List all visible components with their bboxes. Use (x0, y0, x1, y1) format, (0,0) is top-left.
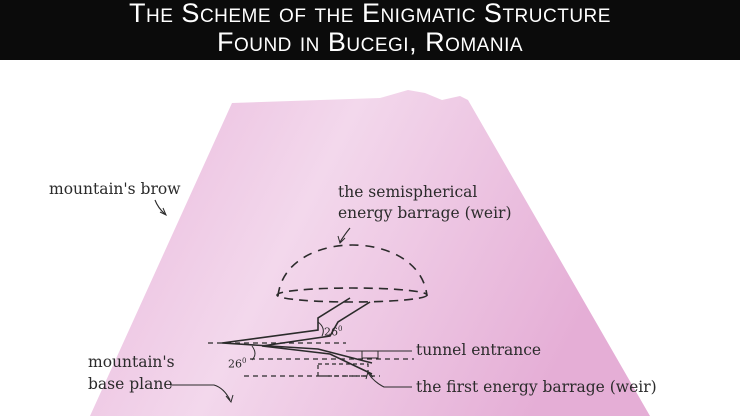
first-barrage-box (317, 363, 369, 377)
label-angle-upper: 260 (324, 325, 343, 339)
base-plane-leader-arrow (225, 394, 234, 404)
label-mountains-brow: mountain's brow (49, 180, 181, 198)
dome-leader-arrow (337, 235, 346, 244)
first-barrage-leader (367, 372, 412, 388)
label-semispherical-line-1: the semispherical (338, 183, 478, 201)
base-plane-leader (170, 384, 231, 401)
label-base-plane-line-1: mountain's (88, 353, 175, 371)
dome-base (276, 287, 428, 303)
tunnel-zigzag (221, 297, 373, 364)
tunnel-zigzag-inner (261, 301, 373, 375)
brow-leader (154, 199, 166, 215)
first-barrage-leader-arrow (365, 371, 374, 380)
label-tunnel-entrance: tunnel entrance (416, 341, 542, 359)
structure-diagram (90, 90, 650, 416)
semispherical-barrage-dome (277, 244, 428, 297)
lower-angle-arc (251, 345, 256, 361)
upper-angle-arc (317, 321, 324, 337)
label-semispherical-line-2: energy barrage (weir) (338, 204, 512, 222)
title-line-1: The Scheme of the Enigmatic Structure (129, 0, 611, 28)
dome-leader (339, 227, 351, 243)
brow-leader-arrow (159, 207, 167, 217)
title-line-2: Found in Bucegi, Romania (216, 27, 524, 57)
title-bar: The Scheme of the Enigmatic Structure Fo… (0, 0, 740, 60)
mountain-shape (90, 90, 650, 416)
label-first-energy-barrage: the first energy barrage (weir) (416, 378, 657, 396)
label-base-plane-line-2: base plane (88, 375, 173, 393)
tunnel-entrance-bracket (361, 351, 379, 359)
label-angle-lower: 260 (228, 357, 247, 371)
